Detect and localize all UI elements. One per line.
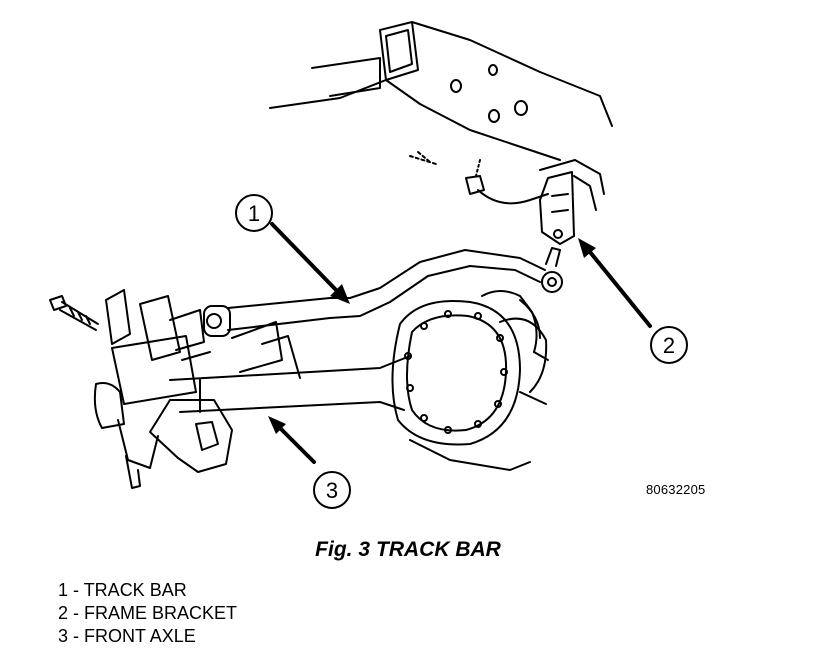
- legend-item: 3FRONT AXLE: [58, 625, 237, 648]
- legend-item-number: 3: [58, 626, 84, 646]
- callout-2-label: 2: [663, 333, 675, 358]
- callout-1-label: 1: [248, 201, 260, 226]
- callout-3-circle: [313, 471, 351, 509]
- figure-id: 80632205: [646, 482, 706, 497]
- legend-item: 2FRAME BRACKET: [58, 602, 237, 625]
- legend-item-number: 1: [58, 580, 84, 600]
- legend: 1TRACK BAR 2FRAME BRACKET 3FRONT AXLE: [58, 579, 237, 648]
- axle-tube: [169, 355, 411, 413]
- legend-item-label: TRACK BAR: [83, 580, 187, 600]
- callout-1-circle: [235, 194, 273, 232]
- legend-item-label: FRONT AXLE: [84, 626, 196, 646]
- legend-item-number: 2: [58, 603, 84, 623]
- callout-leaders: [270, 222, 652, 464]
- axle-end-mounts: [93, 289, 301, 489]
- frame-bracket: [409, 151, 605, 245]
- callout-3-label: 3: [326, 478, 338, 503]
- track-bar: [203, 247, 563, 337]
- track-bar-diagram: 1 2 3: [49, 21, 688, 509]
- track-bar-bolt: [49, 295, 99, 331]
- legend-item-label: FRAME BRACKET: [84, 603, 238, 623]
- differential-housing: [391, 290, 549, 471]
- frame-rail: [269, 21, 613, 161]
- caption-prefix: Fig. 3: [315, 538, 370, 561]
- callout-arrowheads: [268, 238, 596, 434]
- caption-title: TRACK BAR: [376, 538, 501, 561]
- callout-2-circle: [650, 326, 688, 364]
- legend-item: 1TRACK BAR: [58, 579, 237, 602]
- figure-caption: Fig. 3 TRACK BAR: [0, 538, 816, 562]
